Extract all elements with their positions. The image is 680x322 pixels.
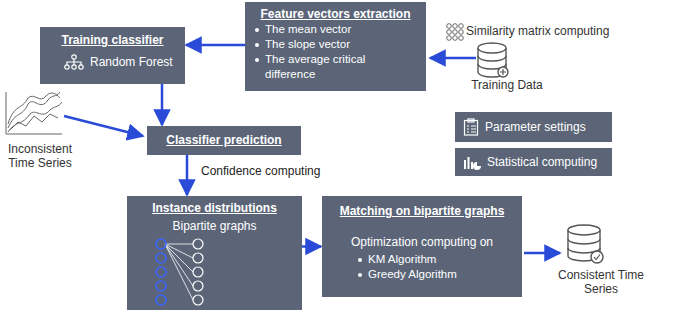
box-heading: Matching on bipartite graphs <box>330 204 514 219</box>
box-title: Instance distributions <box>152 201 277 215</box>
box-heading: Instance distributions <box>133 201 296 216</box>
tool-box: Statistical computing <box>455 148 612 176</box>
box-text: Parameter settings <box>485 120 586 135</box>
flow-arrow <box>186 155 189 195</box>
flow-arrow <box>64 116 143 136</box>
box-heading: Classifier prediction <box>153 133 295 148</box>
similarity-icon <box>447 24 464 41</box>
data-label: Training Data <box>462 78 552 92</box>
chart-icon <box>463 154 481 170</box>
box-text: Bipartite graphs <box>172 219 256 233</box>
box-text-row: Greedy Algorithm <box>356 267 514 282</box>
box-title: Matching on bipartite graphs <box>340 204 505 218</box>
data-label: Inconsistent Time Series <box>2 142 78 170</box>
box-text-row: Optimization computing on <box>330 235 514 250</box>
process-box: Classifier prediction <box>147 126 301 155</box>
box-text: The mean vector <box>265 23 351 35</box>
flow-arrow <box>161 84 164 125</box>
box-text: Optimization computing on <box>351 235 493 249</box>
data-label: Consistent Time Series <box>556 268 646 296</box>
tree-icon <box>64 54 84 70</box>
box-text: Random Forest <box>90 55 173 70</box>
box-text: The slope vector <box>265 38 350 50</box>
box-text-row: Bipartite graphs <box>133 219 296 234</box>
box-text-row: Random Forest <box>64 54 179 70</box>
bipartite-graph-icon <box>151 236 211 308</box>
box-title: Classifier prediction <box>166 133 281 147</box>
flow-arrow <box>430 57 476 60</box>
step-note: Similarity matrix computing <box>466 24 666 38</box>
box-text: Greedy Algorithm <box>368 268 457 280</box>
database-icon <box>478 43 508 77</box>
tool-box: Parameter settings <box>455 112 612 142</box>
flow-arrow <box>524 252 560 255</box>
edge-label: Confidence computing <box>199 164 322 178</box>
box-heading: Feature vectors extraction <box>253 7 418 22</box>
box-text: The average critical difference <box>265 53 365 80</box>
flow-arrow <box>186 44 245 47</box>
box-text: KM Algorithm <box>368 253 436 265</box>
box-text-row: The mean vector <box>253 22 418 37</box>
flow-arrow <box>302 245 321 248</box>
box-text-row: Parameter settings <box>463 118 604 136</box>
clipboard-icon <box>463 118 479 136</box>
process-box: Instance distributionsBipartite graphs <box>127 196 302 310</box>
box-text-row: The average critical difference <box>253 52 418 82</box>
process-box: Matching on bipartite graphsOptimization… <box>322 196 522 297</box>
database-icon <box>568 225 603 263</box>
box-text: Statistical computing <box>487 155 597 170</box>
box-title: Training classifier <box>61 33 163 47</box>
box-title: Feature vectors extraction <box>260 7 410 21</box>
box-text-row: Statistical computing <box>463 154 604 170</box>
process-box: Feature vectors extractionThe mean vecto… <box>245 2 426 91</box>
process-box: Training classifierRandom Forest <box>40 27 185 84</box>
box-heading: Training classifier <box>46 33 179 48</box>
box-text-row: KM Algorithm <box>356 252 514 267</box>
box-text-row: The slope vector <box>253 37 418 52</box>
time-series-icon <box>6 92 62 134</box>
